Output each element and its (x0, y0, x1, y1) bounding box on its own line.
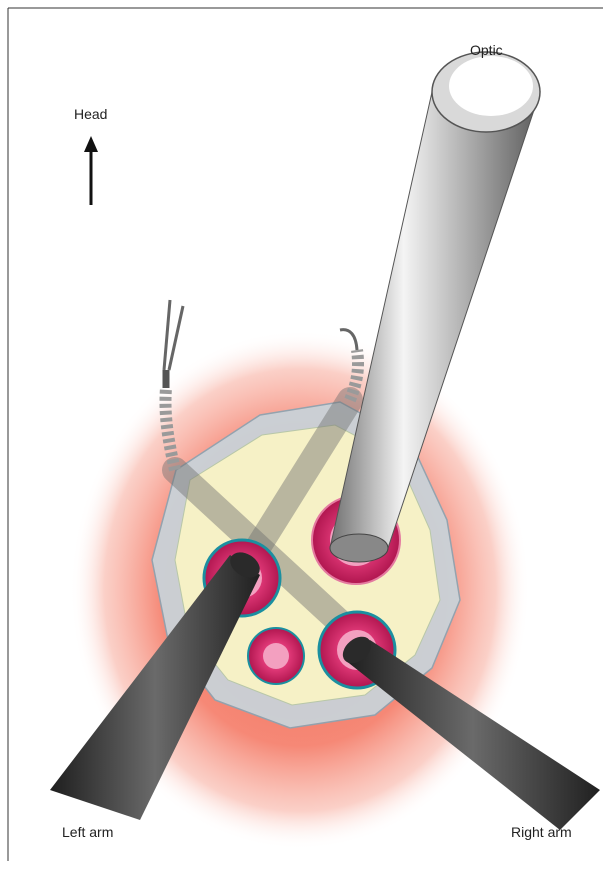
port-center (248, 628, 304, 684)
head-arrow-icon (84, 136, 98, 205)
left-arm-label: Left arm (62, 824, 113, 840)
optic-label: Optic (470, 42, 503, 58)
right-arm-label: Right arm (511, 824, 572, 840)
head-label: Head (74, 106, 107, 122)
